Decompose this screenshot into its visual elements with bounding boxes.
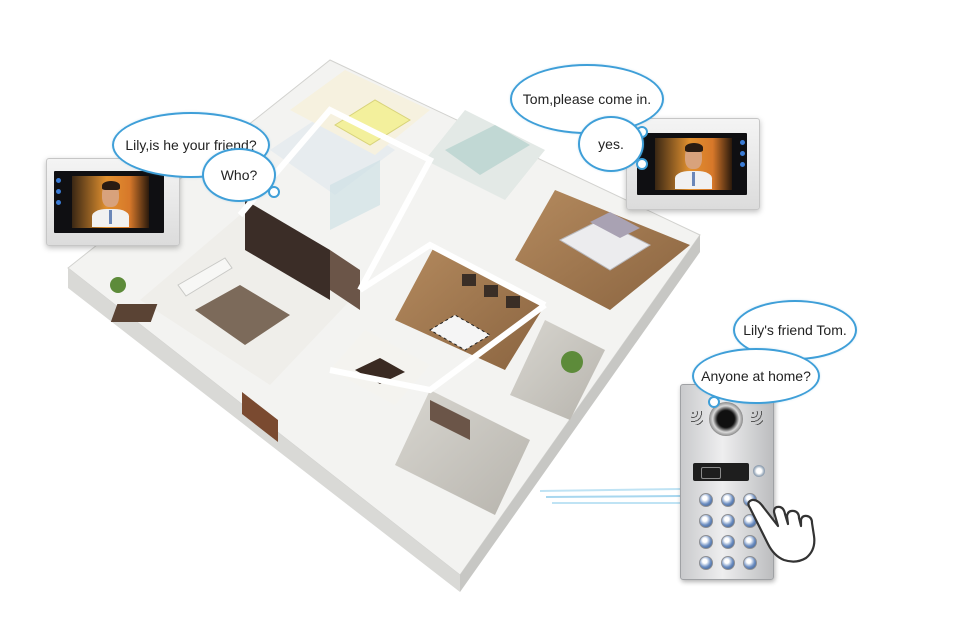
keypad	[695, 493, 761, 570]
interior-walls-3	[329, 302, 547, 394]
house-side-wall	[460, 235, 700, 592]
rfid-reader	[693, 463, 749, 481]
sofa	[177, 257, 233, 297]
bubble-anyone-home: Anyone at home?	[692, 348, 820, 408]
master-bed	[558, 219, 652, 271]
keypad-key[interactable]	[743, 535, 757, 549]
keypad-key[interactable]	[721, 556, 735, 570]
monitor-right	[626, 118, 760, 210]
keypad-key[interactable]	[743, 556, 757, 570]
keypad-key[interactable]	[699, 535, 713, 549]
kitchen-floor	[395, 390, 530, 515]
pointing-hand-icon	[747, 498, 816, 563]
coffee-table	[110, 304, 158, 322]
zebra-rug	[429, 314, 491, 351]
door-station	[680, 384, 774, 580]
keypad-key[interactable]	[699, 514, 713, 528]
bed-pillows	[590, 212, 640, 238]
kitchen-counter	[430, 400, 470, 440]
study-floor	[395, 245, 545, 370]
plant	[561, 351, 583, 373]
bathroom2-glass	[445, 125, 530, 175]
signal-lines	[540, 488, 680, 504]
living-room-rug	[195, 285, 290, 345]
plant-2	[110, 277, 126, 293]
keypad-key[interactable]	[699, 493, 713, 507]
interior-walls-2	[358, 241, 547, 308]
wall-frame-2	[484, 285, 498, 297]
call-button[interactable]	[753, 465, 765, 477]
bubble-who: Who?	[202, 148, 280, 202]
shower-glass	[330, 160, 380, 230]
keypad-key[interactable]	[699, 556, 713, 570]
keypad-key[interactable]	[721, 514, 735, 528]
speaker-grille-left	[691, 411, 703, 425]
monitor-right-screen	[637, 133, 747, 195]
wall-frame-3	[506, 296, 520, 308]
monitor-left-screen	[54, 171, 164, 233]
front-door	[242, 392, 278, 442]
feature-wall	[330, 250, 360, 310]
speaker-grille-right	[751, 411, 763, 425]
tv-wall	[245, 200, 330, 300]
balcony-floor	[510, 320, 605, 420]
interior-walls	[237, 106, 435, 292]
video-feed	[654, 137, 732, 191]
kids-bed	[334, 99, 411, 146]
video-feed	[71, 175, 149, 229]
keypad-key[interactable]	[721, 493, 735, 507]
dining-table	[355, 358, 405, 384]
keypad-key[interactable]	[721, 535, 735, 549]
wall-frame-1	[462, 274, 476, 286]
bubble-yes: yes.	[578, 116, 648, 172]
